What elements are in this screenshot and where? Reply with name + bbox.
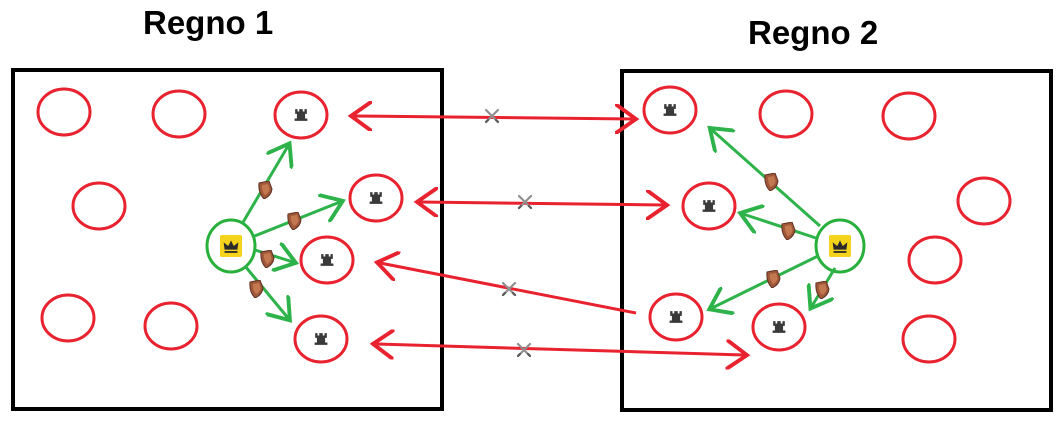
castle-territory[interactable]	[299, 235, 355, 285]
kingdom-2-title: Regno 2	[748, 14, 879, 51]
shield-icon	[249, 280, 264, 298]
kingdom-1-title: Regno 1	[143, 4, 274, 41]
crown-icon	[220, 235, 242, 257]
kingdom-2-border	[620, 69, 1053, 412]
castle-territory[interactable]	[273, 90, 329, 140]
shield-icon	[766, 270, 781, 288]
territory-node[interactable]	[151, 89, 207, 139]
shield-icon	[781, 222, 796, 240]
castle-icon	[294, 109, 308, 121]
castle-territory[interactable]	[681, 181, 737, 231]
territory-node[interactable]	[71, 181, 127, 231]
territory-node[interactable]	[758, 89, 814, 139]
castle-icon	[669, 311, 683, 323]
shield-icon	[258, 181, 273, 199]
territory-node[interactable]	[881, 91, 937, 141]
castle-territory[interactable]	[642, 85, 698, 135]
territory-node[interactable]	[907, 235, 963, 285]
shield-icon	[287, 212, 302, 230]
shield-icon	[260, 250, 275, 268]
territory-node[interactable]	[901, 314, 957, 364]
territory-node[interactable]	[40, 293, 96, 343]
kingdom-1-border	[11, 68, 444, 411]
castle-icon	[314, 333, 328, 345]
capital-territory[interactable]	[205, 218, 257, 274]
castle-territory[interactable]	[293, 314, 349, 364]
castle-icon	[702, 200, 716, 212]
castle-icon	[369, 192, 383, 204]
attack-swords	[484, 108, 533, 358]
territory-node[interactable]	[36, 87, 92, 137]
castle-territory[interactable]	[751, 302, 807, 352]
castle-territory[interactable]	[348, 173, 404, 223]
capital-territory[interactable]	[814, 218, 866, 274]
territory-node[interactable]	[956, 176, 1012, 226]
castle-territory[interactable]	[648, 292, 704, 342]
attack-arrows	[354, 116, 744, 355]
castle-icon	[663, 104, 677, 116]
castle-icon	[320, 254, 334, 266]
castle-icon	[772, 321, 786, 333]
territory-node[interactable]	[143, 301, 199, 351]
crown-icon	[829, 235, 851, 257]
